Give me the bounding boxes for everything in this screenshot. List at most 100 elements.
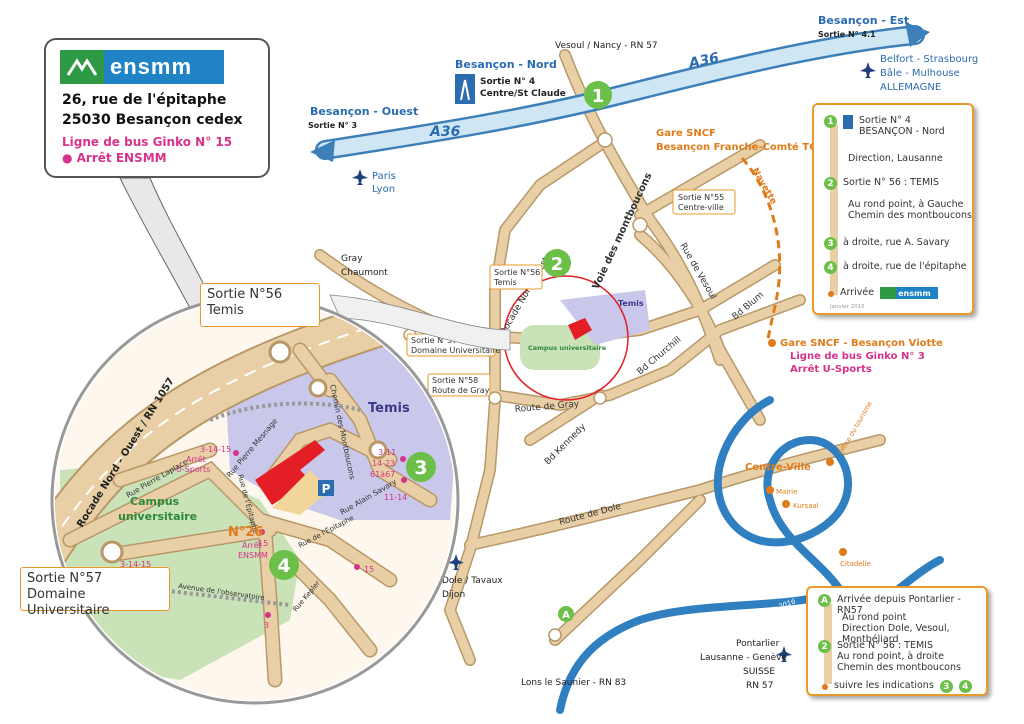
callout-big-sortie56: Sortie N°56 Temis: [200, 283, 320, 327]
zoom-arret-usports-a: Arrêt: [186, 454, 206, 464]
zoom-bus-15a: 15: [258, 539, 268, 548]
label-vesoul-nancy: Vesoul / Nancy - RN 57: [555, 41, 658, 51]
label-besancon-nord: Besançon - Nord: [455, 58, 557, 71]
legend-bottom-r4: suivre les indications: [834, 680, 934, 691]
label-lausanne: Lausanne - Genève: [700, 652, 787, 663]
address-city: 25030 Besançon cedex: [62, 112, 243, 128]
label-mairie: Mairie: [776, 488, 797, 496]
plane-icon: [448, 554, 464, 570]
legend-bottom-r1: Arrivée depuis Pontarlier - RN57: [837, 594, 961, 616]
legend-bottom-r3a: Sortie N° 56 : TEMIS: [837, 640, 934, 651]
legend-bottom-num-2: 2: [818, 640, 831, 653]
route-legend-south: A Arrivée depuis Pontarlier - RN57 Au ro…: [806, 586, 988, 696]
zoom-marker-3: 3: [406, 452, 436, 482]
label-suisse: SUISSE: [743, 667, 775, 677]
label-dole-tavaux: Dole / Tavaux: [442, 576, 503, 586]
legend-bottom-num-3: 3: [939, 680, 953, 693]
parking-icon: [318, 480, 334, 496]
marker-2: 2: [543, 249, 571, 277]
callout-big-sortie56-line2: Temis: [207, 303, 244, 318]
zoom-bus-6167: 61à67: [370, 470, 395, 479]
callout-big-sortie57: Sortie N°57 Domaine Universitaire: [20, 567, 170, 618]
legend-bottom-r3c: Chemin des montboucons: [837, 662, 961, 673]
svg-text:1: 1: [592, 86, 605, 107]
zoom-bus-3-14-15-left: 3-14-15: [120, 560, 151, 569]
label-doubs: E N S M M: [737, 425, 771, 449]
label-belfort: Belfort - Strasbourg: [880, 54, 978, 65]
zoom-marker-4: 4: [269, 550, 299, 580]
highway-exit-icon: [455, 74, 475, 104]
svg-text:Temis: Temis: [493, 278, 517, 287]
label-gare-sncf: Gare SNCF: [656, 128, 716, 139]
label-a36-east: A36: [687, 50, 721, 72]
address-panel: ensmm 26, rue de l'épitaphe 25030 Besanç…: [44, 38, 270, 178]
bus-stop: ● Arrêt ENSMM: [62, 151, 167, 165]
label-sortie3: Sortie N° 3: [308, 121, 357, 130]
label-kursaal: Kursaal: [793, 502, 819, 510]
label-gare-tgv: Besançon Franche-Comté TGV: [656, 141, 825, 153]
legend-num-3: 3: [824, 237, 837, 250]
ensmm-logo-mark-icon: [60, 50, 104, 84]
legend-logo-text: ensmm: [896, 287, 939, 299]
callout-sortie58: Sortie N°58 Route de Gray: [427, 373, 491, 397]
zoom-connector: [329, 294, 511, 351]
label-temis-small: Temis: [618, 299, 644, 308]
legend-top-r1a: Sortie N° 4: [859, 115, 911, 126]
label-rn57: RN 57: [746, 681, 773, 691]
zoom-bus-15b: 15: [364, 565, 374, 574]
svg-text:A: A: [562, 610, 570, 621]
label-bus-line3: Ligne de bus Ginko N° 3: [790, 351, 925, 362]
legend-ensmm-logo: ensmm: [880, 287, 939, 299]
zoom-arret-usports-b: U-Sports: [176, 465, 210, 474]
zoom-arret-ensmm-a: Arrêt: [242, 540, 262, 550]
legend-top-r4b: Chemin des montboucons: [848, 210, 972, 221]
plane-icon: [352, 169, 368, 185]
ensmm-logo: ensmm: [60, 50, 224, 84]
zoom-bus-1423: 14-23: [372, 459, 395, 468]
label-citadelle: Citadelle: [840, 560, 871, 568]
callout-big-sortie57-line2: Domaine Universitaire: [27, 587, 110, 618]
ensmm-building: [255, 440, 325, 505]
label-navette: Navette: [749, 167, 778, 207]
label-lons: Lons le Saunier - RN 83: [521, 678, 626, 688]
legend-top-r2: Direction, Lausanne: [848, 153, 943, 164]
label-voie-montboucons: Voie des montboucons: [591, 171, 655, 291]
label-sortie4: Sortie N° 4: [480, 77, 535, 87]
marker-1: 1: [584, 81, 612, 109]
legend-num-2: 2: [824, 177, 837, 190]
shuttle-route: [740, 157, 782, 341]
legend-date: Janvier 2016: [830, 304, 865, 310]
zoom-temis: Temis: [368, 401, 410, 416]
zoom-campus-b: universitaire: [118, 510, 197, 523]
label-gare-viotte: Gare SNCF - Besançon Viotte: [780, 338, 943, 349]
svg-text:Sortie N°56: Sortie N°56: [494, 268, 540, 277]
label-campus-small: Campus universitaire: [528, 344, 607, 352]
ensmm-logo-text: ensmm: [104, 50, 224, 84]
label-bale: Bâle - Mulhouse: [880, 67, 960, 79]
label-dijon: Dijon: [442, 590, 465, 600]
legend-top-r5: à droite, rue A. Savary: [843, 237, 950, 248]
plane-icon: [860, 62, 876, 78]
legend-bottom-dot: [822, 684, 828, 690]
svg-text:Sortie N°57: Sortie N°57: [411, 336, 457, 345]
plane-icon: [776, 646, 792, 662]
legend-top-r3: Sortie N° 56 : TEMIS: [843, 177, 940, 188]
svg-text:Sortie N°58: Sortie N°58: [432, 376, 478, 385]
legend-bottom-num-4: 4: [958, 680, 972, 693]
legend-bottom-r3b: Au rond point, à droite: [837, 651, 944, 662]
svg-text:Route de Gray: Route de Gray: [432, 386, 490, 395]
highway-a36: [310, 22, 930, 162]
label-paris: Paris: [372, 171, 396, 182]
legend-top-r4a: Au rond point, à Gauche: [848, 199, 964, 210]
legend-exit-icon: [843, 115, 853, 129]
label-arret-usports: Arrêt U-Sports: [790, 363, 872, 375]
address-street: 26, rue de l'épitaphe: [62, 92, 227, 108]
svg-text:3: 3: [414, 457, 427, 479]
legend-bottom-r2b: Direction Dole, Vesoul, Montbéliard: [842, 623, 950, 645]
label-besancon-est: Besançon - Est: [818, 14, 909, 27]
zoom-bus-3-14-15-top: 3-14-15: [200, 445, 231, 454]
zoom-bus-311: 3-11: [378, 448, 396, 457]
legend-num-a: A: [818, 594, 831, 607]
